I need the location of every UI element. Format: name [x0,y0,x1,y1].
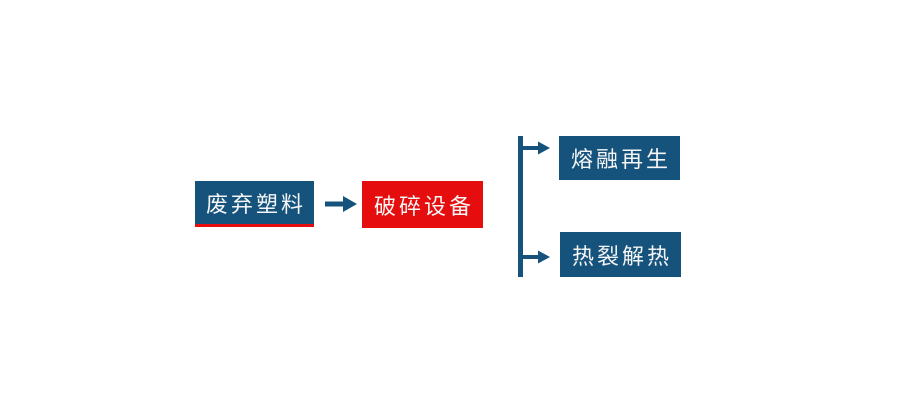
node-thermal-pyrolysis: 热裂解热 [560,232,681,277]
branch-arrow-bottom-icon [521,250,550,264]
node-melt-regeneration-label: 熔融再生 [570,147,671,172]
branch-arrow-top-icon [521,141,550,155]
branch-arrow-top-head [538,141,550,155]
branch-arrow-bottom-head [538,250,550,264]
arrow-right-icon [325,196,357,212]
node-crushing-equipment: 破碎设备 [362,181,483,228]
arrow-right-head [343,196,357,212]
node-waste-plastic-label: 废弃塑料 [205,191,306,217]
node-crushing-equipment-label: 破碎设备 [373,193,474,219]
node-thermal-pyrolysis-label: 热裂解热 [571,243,672,269]
node-waste-plastic: 废弃塑料 [195,181,314,227]
node-melt-regeneration: 熔融再生 [559,136,680,180]
